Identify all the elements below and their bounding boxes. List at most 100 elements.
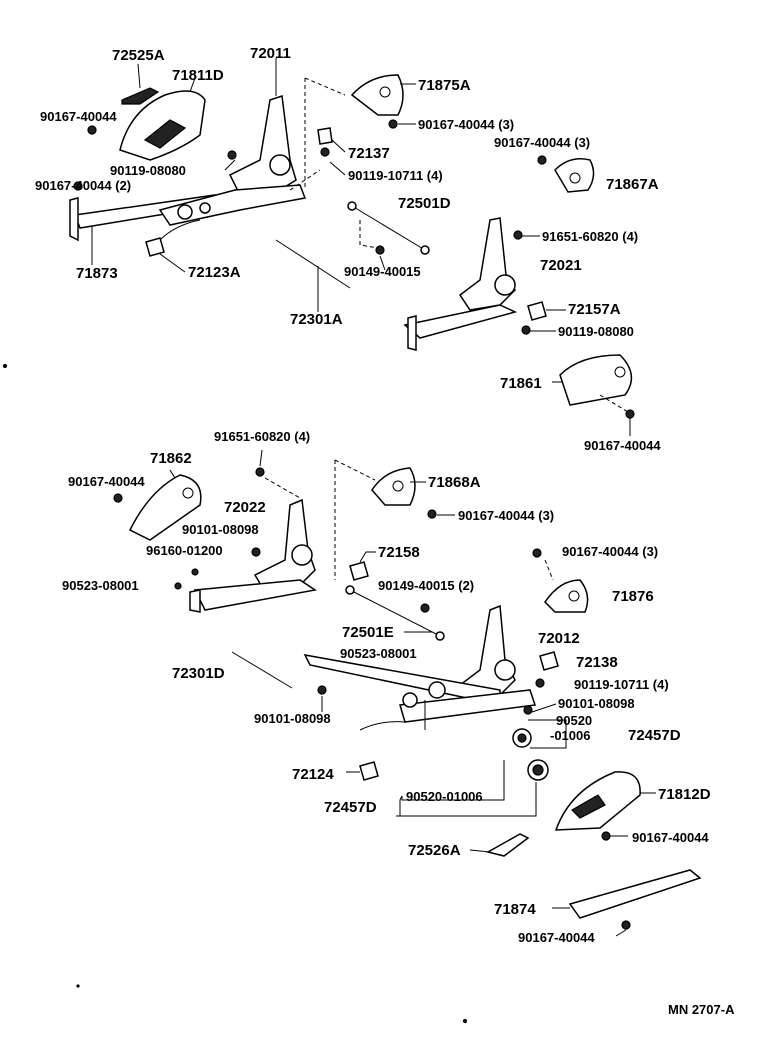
label-90119-10711-4: 90119-10711 (4) — [348, 168, 443, 183]
label-72138: 72138 — [576, 654, 618, 671]
screw-icon — [320, 147, 330, 157]
label-71874: 71874 — [494, 901, 536, 918]
screw-icon — [255, 467, 265, 477]
label-90101-08098: 90101-08098 — [182, 522, 259, 537]
screw-icon — [73, 181, 83, 191]
screw-icon — [523, 705, 533, 715]
label-90149-40015-2: 90149-40015 (2) — [378, 578, 474, 593]
part-72301d-cable — [231, 651, 293, 689]
part-72123a-knob — [145, 237, 165, 257]
label-90119-08080: 90119-08080 — [558, 324, 634, 339]
label-90101-08098: 90101-08098 — [254, 711, 331, 726]
label-72301d: 72301D — [172, 665, 225, 682]
part-72157a — [527, 301, 547, 321]
part-71876-cover — [544, 579, 589, 613]
label-90520: 90520 — [556, 713, 592, 728]
label-90149-40015: 90149-40015 — [344, 264, 421, 279]
label-71875a: 71875A — [418, 77, 471, 94]
lower-assembly — [2, 363, 702, 1024]
part-72137 — [317, 127, 333, 145]
label-91651-60820-4: 91651-60820 (4) — [214, 429, 310, 444]
label-71876: 71876 — [612, 588, 654, 605]
label-96160-01200: 96160-01200 — [146, 543, 223, 558]
screw-icon — [388, 119, 398, 129]
label-90167-40044-3: 90167-40044 (3) — [458, 508, 554, 523]
label-72022: 72022 — [224, 499, 266, 516]
label-90167-40044-3: 90167-40044 (3) — [562, 544, 658, 559]
screw-icon — [227, 150, 237, 160]
label-72501e: 72501E — [342, 624, 394, 641]
screw-icon — [625, 409, 635, 419]
screw-icon — [420, 603, 430, 613]
label-72526a: 72526A — [408, 842, 461, 859]
label-72158: 72158 — [378, 544, 420, 561]
label-72457d: 72457D — [628, 727, 681, 744]
label-90167-40044-3: 90167-40044 (3) — [418, 117, 514, 132]
pin-icon — [174, 582, 182, 590]
part-71875a-cover — [350, 74, 404, 116]
screw-icon — [251, 547, 261, 557]
dot-mark — [462, 1018, 468, 1024]
label-72525a: 72525A — [112, 47, 165, 64]
label-72124: 72124 — [292, 766, 334, 783]
label-72501d: 72501D — [398, 195, 451, 212]
label-72012: 72012 — [538, 630, 580, 647]
dot-mark — [76, 984, 80, 988]
part-72525a-cover — [121, 87, 160, 105]
label-71812d: 71812D — [658, 786, 711, 803]
label-90167-40044: 90167-40044 — [68, 474, 145, 489]
label-90520-01006: 90520-01006 — [406, 789, 483, 804]
part-72021-hinge — [458, 217, 516, 311]
label-72137: 72137 — [348, 145, 390, 162]
label-72301a: 72301A — [290, 311, 343, 328]
part-71867a-cover — [554, 158, 595, 193]
label-72457d: 72457D — [324, 799, 377, 816]
label-90167-40044: 90167-40044 — [518, 930, 595, 945]
label-90523-08001: 90523-08001 — [62, 578, 139, 593]
label-71811d: 71811D — [172, 67, 224, 84]
screw-icon — [521, 325, 531, 335]
label-71862: 71862 — [150, 450, 192, 467]
screw-icon — [601, 831, 611, 841]
screw-icon — [87, 125, 97, 135]
part-72301a-cable — [275, 239, 351, 289]
label-72011: 72011 — [250, 45, 291, 62]
label-71861: 71861 — [500, 375, 542, 392]
label-72123a: 72123A — [188, 264, 241, 281]
label-71873: 71873 — [76, 265, 118, 282]
label-01006: -01006 — [550, 728, 590, 743]
label-90119-10711-4: 90119-10711 (4) — [574, 677, 669, 692]
label-72021: 72021 — [540, 257, 582, 274]
part-72526a-cover — [485, 833, 530, 857]
screw-icon — [513, 230, 523, 240]
part-72124 — [359, 761, 379, 781]
screw-icon — [375, 245, 385, 255]
part-72158 — [349, 561, 369, 581]
pin-icon — [191, 568, 199, 576]
screw-icon — [535, 678, 545, 688]
part-labels: 72525A 72011 71811D 71875A 90167-40044 9… — [35, 45, 735, 1017]
part-72501d-rod — [351, 205, 426, 251]
upper-assembly — [69, 58, 635, 436]
screw-icon — [317, 685, 327, 695]
label-90523-08001: 90523-08001 — [340, 646, 417, 661]
screw-icon — [427, 509, 437, 519]
label-90167-40044: 90167-40044 — [632, 830, 709, 845]
label-90101-08098: 90101-08098 — [558, 696, 635, 711]
label-71867a: 71867A — [606, 176, 659, 193]
screw-icon — [113, 493, 123, 503]
screw-icon — [532, 548, 542, 558]
dot-mark — [2, 363, 8, 369]
part-71861-cover — [559, 354, 633, 406]
label-72157a: 72157A — [568, 301, 621, 318]
part-72138 — [539, 651, 559, 671]
label-91651-60820-4: 91651-60820 (4) — [542, 229, 638, 244]
part-72011-hinge — [228, 94, 297, 196]
diagram-code: MN 2707-A — [668, 1002, 735, 1017]
label-71868a: 71868A — [428, 474, 481, 491]
part-72501e-rod — [349, 589, 441, 637]
label-90167-40044-2: 90167-40044 (2) — [35, 178, 131, 193]
part-71874-cover — [568, 869, 702, 919]
label-90167-40044-3: 90167-40044 (3) — [494, 135, 590, 150]
